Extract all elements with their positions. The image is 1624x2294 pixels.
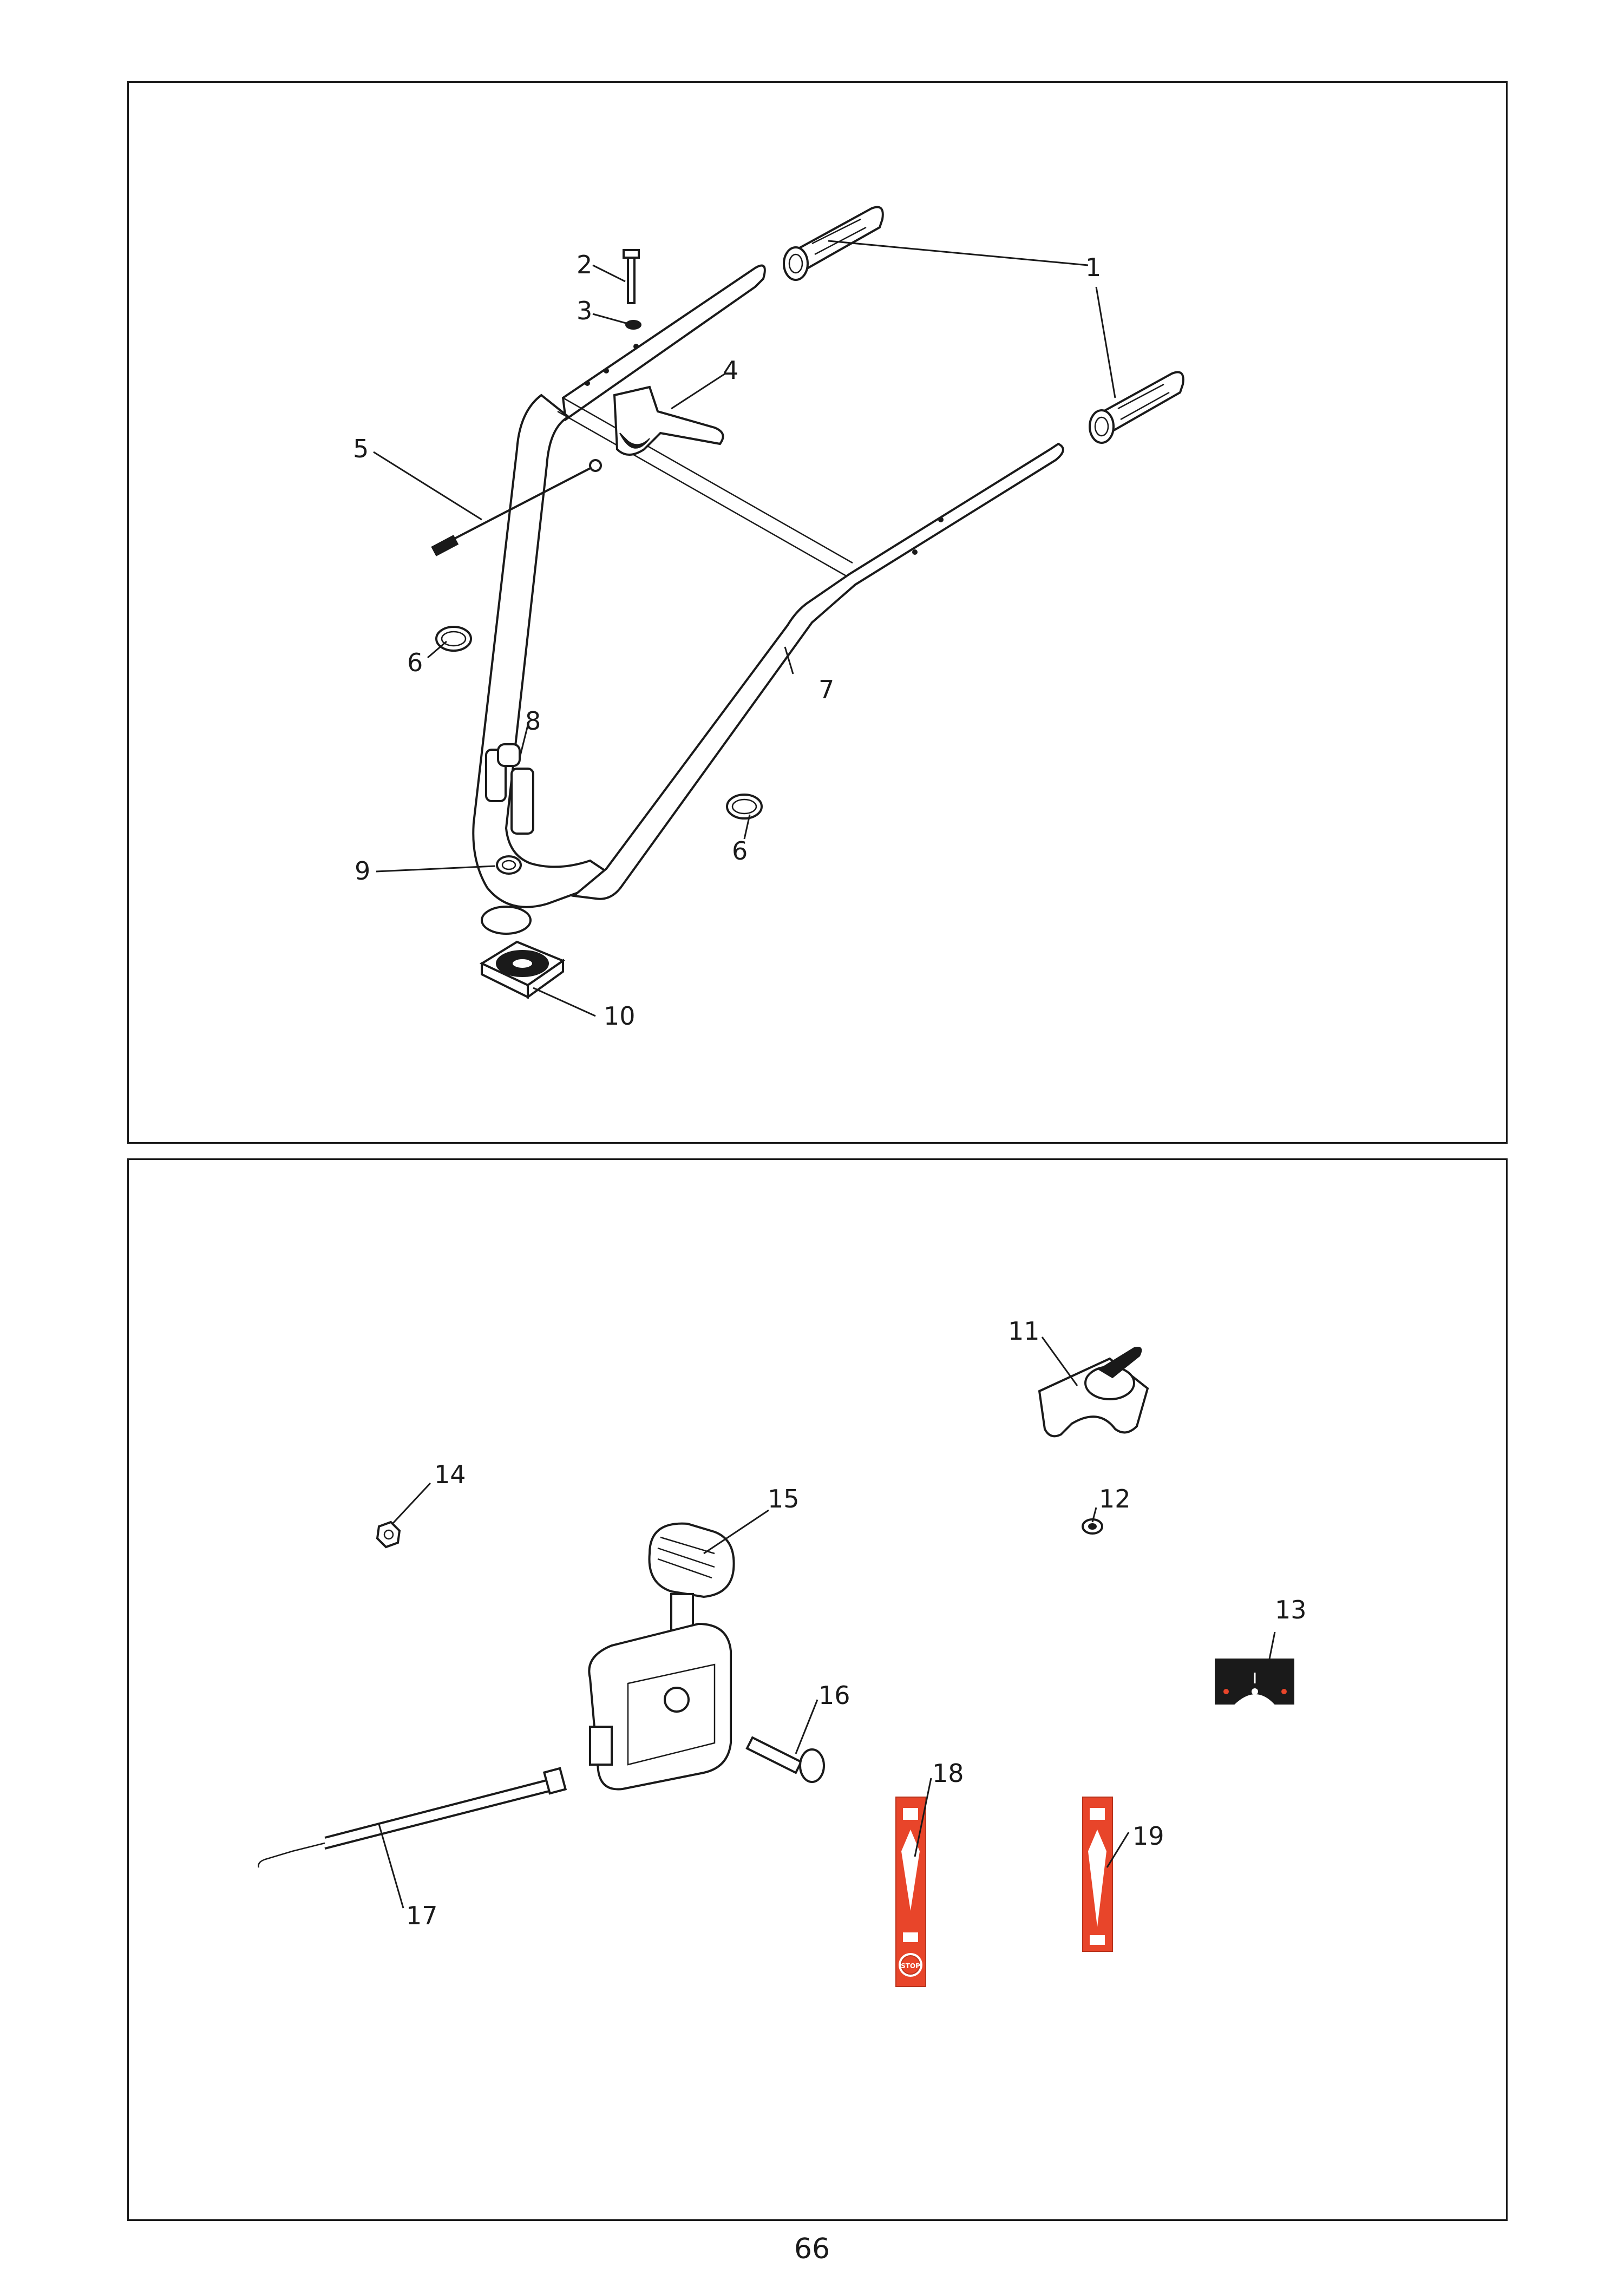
indicator-plate	[1215, 1659, 1294, 1705]
leader-lines-bottom	[378, 1336, 1276, 1909]
callout-19: 19	[1132, 1821, 1164, 1851]
gear-shift-lever	[588, 1522, 735, 1791]
callout-4: 4	[723, 356, 738, 385]
lock-knob-assembly	[1038, 1347, 1149, 1438]
hex-nut	[376, 1520, 401, 1549]
cable-clip-left	[435, 626, 472, 652]
callout-16: 16	[818, 1681, 850, 1710]
stop-label: STOP	[901, 1962, 920, 1970]
cable-clip-right	[726, 794, 763, 820]
callout-3: 3	[577, 296, 592, 325]
callout-5: 5	[353, 434, 369, 463]
callout-10: 10	[604, 1001, 636, 1031]
page-number: 66	[794, 2233, 830, 2265]
callout-9: 9	[355, 856, 370, 886]
callout-1: 1	[1085, 253, 1101, 282]
speed-decal	[1082, 1797, 1113, 1952]
bearing-washer	[496, 855, 522, 875]
callout-12: 12	[1099, 1484, 1131, 1513]
bolt	[623, 249, 640, 304]
callout-6-left: 6	[407, 648, 423, 677]
control-lever	[613, 385, 724, 456]
throttle-cable	[431, 459, 602, 556]
callout-13: 13	[1275, 1595, 1307, 1624]
callout-15: 15	[768, 1484, 800, 1513]
handlebar-frame	[472, 264, 1064, 908]
callout-2: 2	[577, 250, 592, 279]
callout-14: 14	[434, 1460, 466, 1489]
adjustment-handle	[485, 743, 534, 835]
callout-7: 7	[818, 675, 834, 704]
speed-decal-with-stop: STOP	[895, 1797, 926, 1987]
callout-11: 11	[1008, 1316, 1040, 1346]
shift-rod	[258, 1767, 567, 1868]
swivel-base-plate	[479, 906, 566, 999]
callout-8: 8	[525, 706, 541, 736]
handle-grip-upper	[783, 206, 884, 281]
leader-lines-top	[373, 240, 1116, 1017]
callout-6-right: 6	[732, 836, 748, 866]
handle-grip-lower	[1089, 371, 1184, 444]
callout-17: 17	[406, 1901, 438, 1930]
washer	[625, 320, 641, 330]
pivot-pin	[745, 1736, 825, 1783]
callout-18: 18	[932, 1759, 964, 1788]
